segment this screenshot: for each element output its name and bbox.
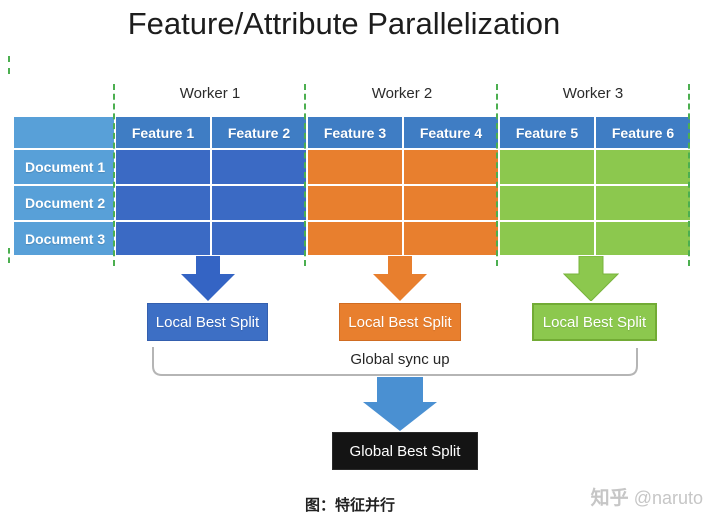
document-label-cell: Document 2 (14, 186, 114, 220)
worker-divider-line (496, 84, 498, 266)
global-best-split-label: Global Best Split (349, 442, 461, 460)
table-cell (500, 186, 594, 220)
corner-cell (14, 117, 114, 148)
worker2-down-arrow-icon (373, 256, 427, 301)
global-sync-label: Global sync up (350, 351, 450, 368)
table-cell (212, 150, 306, 184)
document-label-cell: Document 1 (14, 150, 114, 184)
worker1-down-arrow-icon (181, 256, 235, 301)
feature-header-cell: Feature 4 (404, 117, 498, 148)
table-cell (596, 186, 690, 220)
table-cell (404, 222, 498, 255)
global-sync-down-arrow-icon (363, 377, 437, 431)
local-best-split-label: Local Best Split (348, 313, 452, 331)
feature-header-cell: Feature 2 (212, 117, 306, 148)
table-cell (308, 186, 402, 220)
feature-table: Feature 1 Feature 2 Feature 3 Feature 4 … (14, 117, 690, 255)
global-best-split-box: Global Best Split (332, 432, 478, 470)
feature-header-cell: Feature 6 (596, 117, 690, 148)
table-cell (212, 222, 306, 255)
author-handle: @naruto (633, 488, 703, 508)
table-cell (116, 186, 210, 220)
table-cell (500, 222, 594, 255)
table-cell (308, 150, 402, 184)
worker-divider-line (688, 84, 690, 266)
document-label-cell: Document 3 (14, 222, 114, 255)
worker3-down-arrow-icon (563, 256, 619, 301)
table-cell (212, 186, 306, 220)
local-best-split-label: Local Best Split (155, 313, 260, 331)
local-best-split-box-worker3: Local Best Split (532, 303, 657, 341)
table-cell (500, 150, 594, 184)
figure-border-dash (8, 248, 10, 263)
table-cell (308, 222, 402, 255)
worker-2-label: Worker 2 (371, 85, 433, 102)
table-cell (404, 150, 498, 184)
local-best-split-label: Local Best Split (542, 313, 647, 331)
worker-3-label: Worker 3 (562, 85, 624, 102)
watermark: 知乎 @naruto (591, 483, 703, 510)
feature-header-cell: Feature 3 (308, 117, 402, 148)
feature-header-cell: Feature 5 (500, 117, 594, 148)
page-title: Feature/Attribute Parallelization (127, 6, 561, 41)
feature-header-cell: Feature 1 (116, 117, 210, 148)
figure-caption: 图：特征并行 (304, 497, 395, 514)
global-sync-bracket-line (152, 347, 638, 376)
local-best-split-box-worker2: Local Best Split (339, 303, 461, 341)
worker-divider-line (304, 84, 306, 266)
figure-border-dash (8, 56, 10, 74)
table-cell (596, 150, 690, 184)
table-cell (596, 222, 690, 255)
worker-1-label: Worker 1 (179, 85, 241, 102)
local-best-split-box-worker1: Local Best Split (147, 303, 268, 341)
worker-divider-line (113, 84, 115, 266)
table-cell (116, 150, 210, 184)
zhihu-brand: 知乎 (590, 488, 629, 509)
table-cell (116, 222, 210, 255)
table-cell (404, 186, 498, 220)
